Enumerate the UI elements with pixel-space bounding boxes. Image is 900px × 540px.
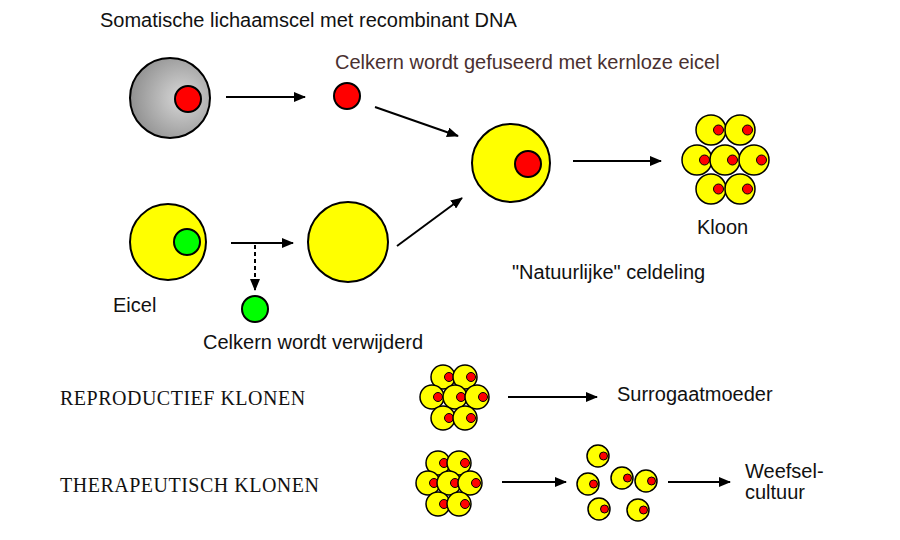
process-note: "Natuurlijke" celdeling <box>512 260 705 284</box>
nucleus <box>624 474 632 482</box>
cell <box>420 385 444 409</box>
cell-caption: Kloon <box>697 215 748 239</box>
cell-clusters <box>416 115 769 521</box>
nucleus <box>434 393 443 402</box>
egg-cell <box>130 204 206 280</box>
cell <box>431 406 455 430</box>
process-note: Celkern wordt gefuseerd met kernloze eic… <box>335 50 720 74</box>
nucleus <box>461 500 470 509</box>
section-heading: REPRODUCTIEF KLONEN <box>60 386 306 410</box>
process-note: Celkern wordt verwijderd <box>203 330 423 354</box>
nucleus <box>757 155 767 165</box>
cell <box>458 471 482 495</box>
nucleus <box>601 505 609 513</box>
cell <box>453 406 477 430</box>
nucleus <box>467 414 476 423</box>
green-nucleus <box>174 229 200 255</box>
removed-nucleus <box>242 296 268 322</box>
fused-egg <box>472 124 550 202</box>
arrow <box>226 96 305 98</box>
cell <box>588 498 610 520</box>
section-heading: THERAPEUTISCH KLONEN <box>60 473 319 497</box>
nucleus <box>472 479 481 488</box>
nucleus <box>457 393 466 402</box>
cell <box>696 174 726 204</box>
nucleus <box>648 477 656 485</box>
outcome-label: Surrogaatmoeder <box>617 382 773 406</box>
nucleus <box>728 155 738 165</box>
red-nucleus <box>515 151 541 177</box>
nucleus <box>445 373 454 382</box>
nucleus <box>445 414 454 423</box>
cell <box>682 145 712 175</box>
enucleated-egg <box>308 202 388 282</box>
cell <box>739 145 769 175</box>
cell-caption: Somatische lichaamscel met recombinant D… <box>100 8 517 32</box>
nucleus <box>743 184 753 194</box>
arrow <box>502 481 566 483</box>
nucleus <box>479 393 488 402</box>
nucleus <box>640 506 648 514</box>
red-nucleus <box>334 83 360 109</box>
somatic-cell <box>130 58 210 138</box>
cell <box>627 499 649 521</box>
cell <box>635 470 657 492</box>
arrow <box>573 160 661 162</box>
cell <box>696 115 726 145</box>
arrow <box>508 396 597 398</box>
outcome-label: Weefsel- cultuur <box>745 461 840 503</box>
cell <box>447 492 471 516</box>
dashed-arrow <box>254 245 256 290</box>
nucleus <box>590 480 598 488</box>
cell <box>465 385 489 409</box>
nucleus <box>600 452 608 460</box>
nucleus <box>461 459 470 468</box>
cell <box>710 145 740 175</box>
nucleus <box>467 373 476 382</box>
cell <box>611 467 633 489</box>
nucleus <box>714 184 724 194</box>
nucleus <box>714 125 724 135</box>
cell <box>587 445 609 467</box>
nucleus <box>743 125 753 135</box>
cell <box>725 115 755 145</box>
nucleus <box>700 155 710 165</box>
arrow <box>375 107 458 136</box>
cell <box>577 473 599 495</box>
red-nucleus <box>175 86 201 112</box>
arrow <box>668 481 730 483</box>
arrow <box>231 242 293 244</box>
cell <box>725 174 755 204</box>
arrow <box>397 198 462 246</box>
cell-caption: Eicel <box>113 293 156 317</box>
